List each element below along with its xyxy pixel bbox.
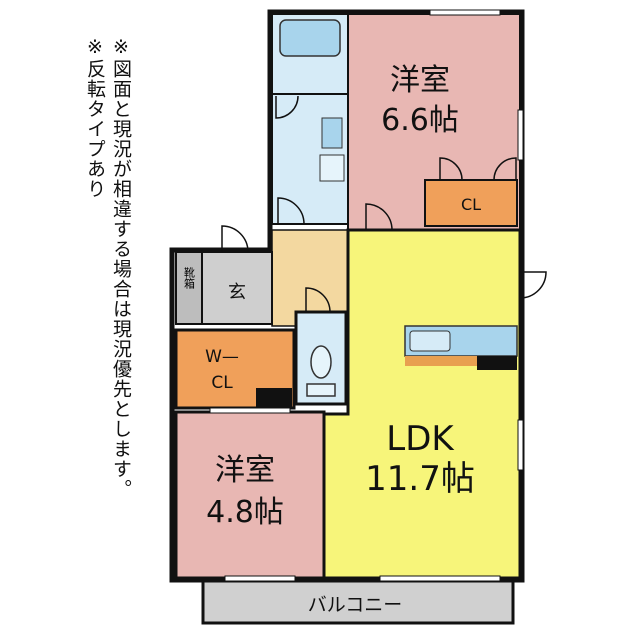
outer-wall	[169, 9, 525, 583]
western-room-2-name: 洋室	[215, 453, 275, 488]
western-room-2	[174, 410, 326, 580]
balcony-area	[201, 579, 515, 625]
closet	[424, 179, 518, 227]
notes: ※図面と現況が相違する場合は現況優先とします。 ※反転タイプあり	[82, 36, 134, 596]
window	[517, 419, 524, 471]
hallway	[271, 229, 349, 327]
shoe-box-label: 靴箱	[183, 266, 196, 290]
closet-label: CL	[461, 195, 481, 214]
door-arc	[493, 157, 517, 181]
note-1: ※図面と現況が相違する場合は現況優先とします。	[110, 36, 132, 499]
washbasin	[321, 117, 343, 149]
western-room-1-size: 6.6帖	[381, 103, 459, 138]
door-arc	[277, 197, 305, 225]
ldk-size: 11.7帖	[365, 459, 475, 499]
entrance-label: 玄	[228, 282, 246, 303]
balcony-label: バルコニー	[308, 594, 403, 616]
door-arc	[519, 271, 547, 299]
wic-label-line2: CL	[211, 373, 233, 393]
washing-machine	[319, 154, 345, 182]
toilet-tank	[306, 383, 336, 397]
kitchen-sink	[409, 330, 451, 352]
window	[429, 9, 501, 16]
wic-wall-block	[256, 388, 292, 408]
door-arc	[439, 157, 463, 181]
shoe-box	[175, 251, 203, 325]
door-arc	[305, 287, 331, 313]
kitchen-wall-block	[477, 356, 517, 370]
ldk	[322, 228, 522, 580]
kitchen-cabinet	[405, 356, 477, 366]
ldk-name: LDK	[386, 419, 455, 459]
bathtub	[279, 19, 341, 57]
note-2: ※反転タイプあり	[84, 36, 106, 199]
door-arc	[365, 203, 393, 231]
toilet-bowl	[310, 345, 332, 379]
entrance	[201, 251, 273, 325]
western-room-1-name: 洋室	[390, 63, 450, 98]
wic-label-line1: W—	[205, 347, 239, 367]
window	[379, 575, 501, 582]
window	[209, 407, 291, 414]
window	[517, 109, 524, 161]
window	[224, 575, 296, 582]
western-room-2-size: 4.8帖	[206, 495, 284, 530]
door-arc	[221, 225, 249, 253]
door-arc	[275, 95, 299, 119]
